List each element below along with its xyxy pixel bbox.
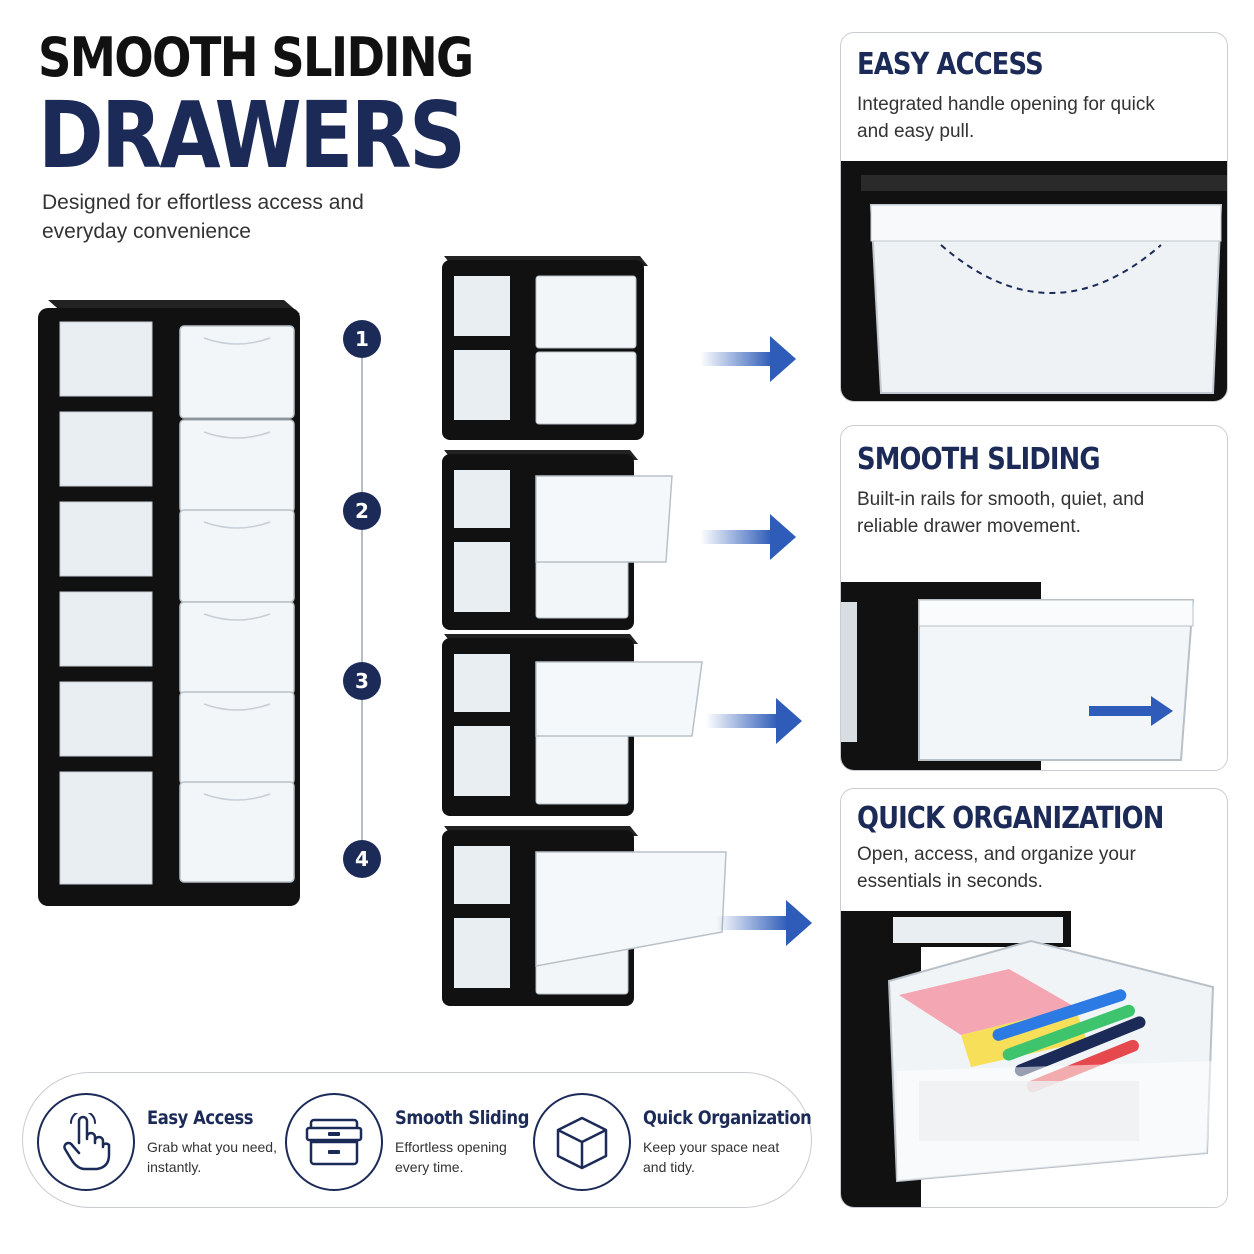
feature-title: Smooth Sliding	[395, 1107, 529, 1129]
card-title: EASY ACCESS	[857, 47, 1044, 82]
feature-body: Effortless opening every time.	[395, 1139, 507, 1175]
card-smooth-sliding: SMOOTH SLIDING Built-in rails for smooth…	[840, 425, 1228, 771]
step-connector-line	[361, 338, 363, 858]
feature-title: Easy Access	[147, 1107, 254, 1129]
small-unit-drawer-open-image	[442, 826, 727, 1006]
card-title: SMOOTH SLIDING	[857, 442, 1101, 477]
tall-drawer-unit-image	[38, 300, 300, 906]
card-body: Open, access, and organize your essentia…	[857, 844, 1136, 892]
card-body: Integrated handle opening for quick and …	[857, 94, 1155, 142]
feature-easy-access: Easy Access Grab what you need, instantl…	[23, 1073, 283, 1209]
small-unit-closed-image	[442, 256, 648, 440]
drawer-handle-closeup-image	[841, 161, 1227, 401]
drawer-sliding-closeup-image	[841, 582, 1227, 770]
step-badge-1: 1	[343, 320, 381, 358]
headline: SMOOTH SLIDING DRAWERS	[38, 28, 478, 184]
feature-icon-circle	[37, 1093, 135, 1191]
arrow-right-icon	[706, 698, 802, 744]
feature-smooth-sliding: Smooth Sliding Effortless opening every …	[271, 1073, 531, 1209]
step-badge-4: 4	[343, 840, 381, 878]
subtitle: Designed for effortless access and every…	[42, 191, 364, 243]
card-quick-organization: QUICK ORGANIZATION Open, access, and org…	[840, 788, 1228, 1208]
card-easy-access: EASY ACCESS Integrated handle opening fo…	[840, 32, 1228, 402]
drawer-cabinet-icon	[305, 1118, 363, 1166]
drawer-with-supplies-image	[841, 911, 1227, 1207]
arrow-right-icon	[700, 514, 796, 560]
feature-icon-circle	[285, 1093, 383, 1191]
headline-line-2: DRAWERS	[38, 82, 466, 189]
small-unit-drawer-sliding-image	[442, 634, 703, 816]
feature-body: Grab what you need, instantly.	[147, 1139, 277, 1175]
step-badge-3: 3	[343, 662, 381, 700]
feature-icon-circle	[533, 1093, 631, 1191]
feature-quick-organization: Quick Organization Keep your space neat …	[519, 1073, 812, 1209]
arrow-right-icon	[700, 336, 796, 382]
cube-icon	[556, 1116, 608, 1170]
card-title: QUICK ORGANIZATION	[857, 801, 1164, 836]
feature-body: Keep your space neat and tidy.	[643, 1139, 780, 1175]
card-body: Built-in rails for smooth, quiet, and re…	[857, 489, 1145, 537]
step-badge-2: 2	[343, 492, 381, 530]
feature-bar: Easy Access Grab what you need, instantl…	[22, 1072, 812, 1208]
headline-line-1: SMOOTH SLIDING	[38, 26, 474, 89]
arrow-right-icon	[716, 900, 812, 946]
hand-pointer-icon	[63, 1113, 111, 1171]
feature-title: Quick Organization	[643, 1107, 812, 1129]
small-unit-drawer-opening-image	[442, 450, 673, 630]
